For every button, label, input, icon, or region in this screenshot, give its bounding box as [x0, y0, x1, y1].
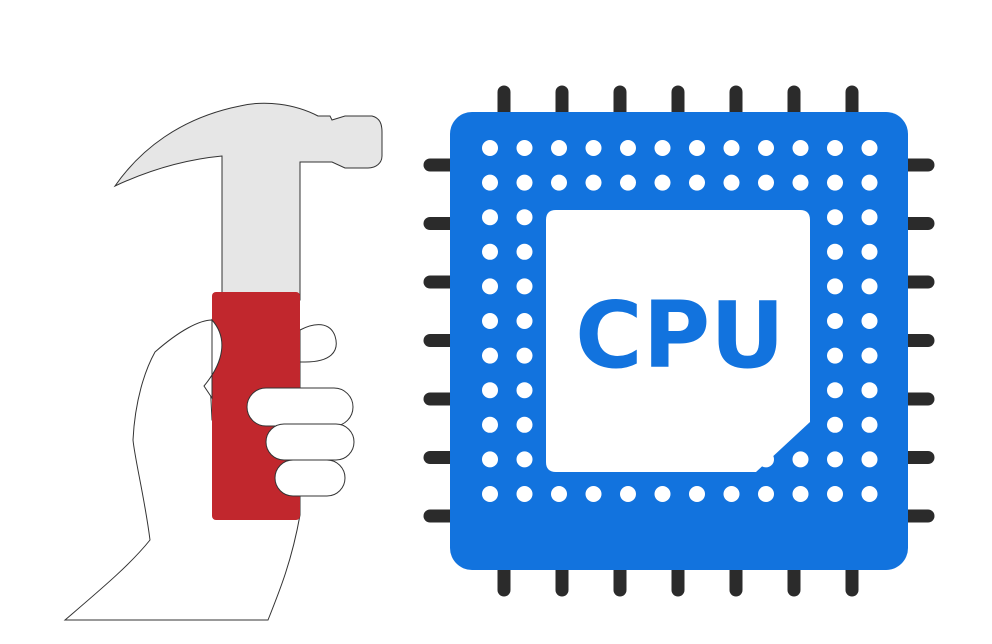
hammer-head: [113, 102, 383, 301]
chip-contact-dot: [827, 140, 843, 156]
chip-contact-dot: [654, 486, 671, 502]
chip-contact-dot: [827, 451, 843, 468]
chip-contact-dot: [516, 140, 533, 156]
chip-contact-dot: [827, 278, 843, 295]
chip-contact-dot: [827, 416, 843, 433]
chip-contact-dot: [792, 174, 809, 191]
chip-contact-dot: [689, 174, 705, 191]
hand-finger: [265, 423, 355, 461]
chip-contact-dot: [827, 174, 843, 191]
chip-contact-dots: [482, 140, 878, 502]
chip-contact-dot: [861, 140, 878, 156]
chip-contact-dot: [758, 140, 774, 156]
chip-contact-dot: [723, 174, 740, 191]
chip-label: CPU: [575, 282, 785, 389]
chip-contact-dot: [861, 347, 878, 364]
hand-finger: [246, 387, 354, 427]
hand-holding-hammer-icon: [63, 102, 383, 621]
chip-contact-dot: [516, 209, 533, 226]
chip-contact-dot: [758, 174, 774, 191]
chip-contact-dot: [482, 313, 498, 329]
chip-contact-dot: [585, 174, 602, 191]
chip-contact-dot: [861, 313, 878, 329]
chip-contact-dot: [585, 486, 602, 502]
chip-contact-dot: [861, 416, 878, 433]
chip-contact-dot: [516, 451, 533, 468]
chip-contact-dot: [827, 382, 843, 399]
chip-contact-dot: [516, 174, 533, 191]
chip-contact-dot: [620, 174, 636, 191]
chip-die: [546, 210, 810, 472]
chip-contact-dot: [516, 486, 533, 502]
chip-contact-dot: [792, 451, 809, 468]
chip-contact-dot: [482, 486, 498, 502]
chip-contact-dot: [482, 174, 498, 191]
chip-contact-dot: [654, 140, 671, 156]
chip-contact-dot: [482, 140, 498, 156]
chip-contact-dot: [482, 416, 498, 433]
chip-contact-dot: [482, 278, 498, 295]
chip-contact-dot: [620, 486, 636, 502]
chip-contact-dot: [792, 140, 809, 156]
chip-contact-dot: [689, 486, 705, 502]
chip-contact-dot: [861, 382, 878, 399]
chip-contact-dot: [482, 451, 498, 468]
chip-contact-dot: [861, 486, 878, 502]
chip-contact-dot: [482, 209, 498, 226]
chip-contact-dot: [654, 174, 671, 191]
chip-contact-dot: [827, 243, 843, 260]
chip-contact-dot: [827, 313, 843, 329]
chip-contact-dot: [516, 416, 533, 433]
chip-contact-dot: [620, 140, 636, 156]
chip-contact-dot: [861, 209, 878, 226]
chip-contact-dot: [516, 278, 533, 295]
hand-thumb: [203, 318, 223, 400]
hand-finger: [274, 459, 346, 497]
chip-contact-dot: [689, 140, 705, 156]
chip-contact-dot: [585, 140, 602, 156]
chip-contact-dot: [758, 486, 774, 502]
chip-contact-dot: [516, 347, 533, 364]
cpu-chip-icon: CPU: [423, 85, 935, 597]
chip-contact-dot: [482, 347, 498, 364]
chip-contact-dot: [861, 174, 878, 191]
chip-contact-dot: [792, 486, 809, 502]
chip-contact-dot: [551, 486, 567, 502]
chip-contact-dot: [723, 140, 740, 156]
chip-contact-dot: [861, 278, 878, 295]
chip-contact-dot: [723, 486, 740, 502]
chip-contact-dot: [827, 209, 843, 226]
chip-contact-dot: [861, 451, 878, 468]
chip-contact-dot: [516, 382, 533, 399]
chip-contact-dot: [551, 140, 567, 156]
chip-contact-dot: [482, 243, 498, 260]
chip-contact-dot: [551, 174, 567, 191]
chip-contact-dot: [482, 382, 498, 399]
chip-contact-dot: [827, 486, 843, 502]
chip-contact-dot: [861, 243, 878, 260]
chip-contact-dot: [827, 347, 843, 364]
chip-contact-dot: [516, 243, 533, 260]
chip-contact-dot: [516, 313, 533, 329]
